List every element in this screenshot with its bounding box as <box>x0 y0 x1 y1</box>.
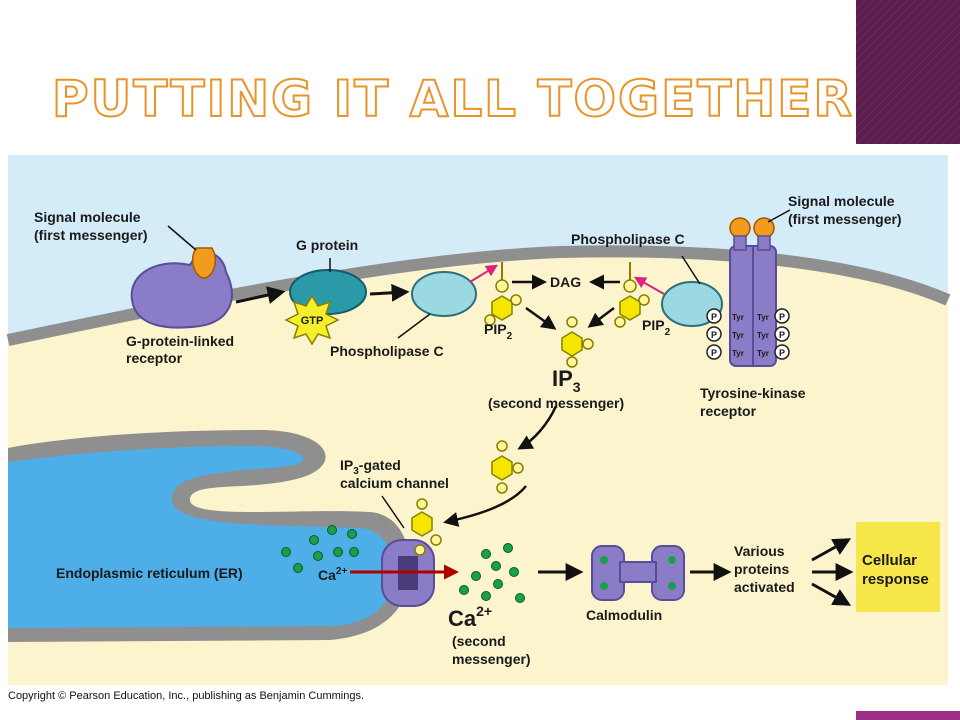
copyright-notice: Copyright © Pearson Education, Inc., pub… <box>8 690 365 702</box>
gpcr-label-sub: receptor <box>126 350 183 366</box>
signal-label-left: Signal molecule <box>34 209 141 225</box>
calcium-ions-er <box>281 525 359 573</box>
gpcr-label: G-protein-linked <box>126 333 234 349</box>
tyr-label: Tyr <box>732 331 744 340</box>
ca-er-label: Ca2+ <box>318 566 347 583</box>
various-proteins-label-3: activated <box>734 579 795 595</box>
signal-label-right-sub: (first messenger) <box>788 211 902 227</box>
calcium-ions-cytoplasm <box>459 543 525 603</box>
tyr-label: Tyr <box>757 349 769 358</box>
signal-label-right: Signal molecule <box>788 193 895 209</box>
ip3-label: IP3 <box>552 366 581 395</box>
p-label: P <box>779 330 785 340</box>
calmodulin-protein <box>591 545 685 601</box>
tyr-label: Tyr <box>757 313 769 322</box>
ca-second-messenger-label-sub: messenger) <box>452 651 531 667</box>
cellular-response-label-2: response <box>862 571 929 588</box>
pip2-left-label: PIP2 <box>484 321 513 342</box>
tyrosine-kinase-receptor <box>729 217 777 367</box>
calmodulin-label: Calmodulin <box>586 607 662 623</box>
ip3-second-messenger-label: (second messenger) <box>488 395 624 411</box>
corner-bottom-bar <box>856 711 960 720</box>
various-proteins-label: Various <box>734 543 785 559</box>
p-label: P <box>779 312 785 322</box>
ip3-molecule-traveling <box>491 440 524 494</box>
channel-label: IP3-gated <box>340 457 401 477</box>
plc-label-right: Phospholipase C <box>571 231 685 247</box>
channel-label-sub: calcium channel <box>340 475 449 491</box>
cellular-response-box <box>856 522 940 612</box>
signal-molecule-left <box>192 247 216 279</box>
gtp-starburst <box>284 294 340 346</box>
tyrosine-kinase-label: Tyrosine-kinase <box>700 385 806 401</box>
dag-label: DAG <box>550 274 581 290</box>
pip2-right-molecule <box>614 262 650 328</box>
various-proteins-label-2: proteins <box>734 561 789 577</box>
p-label: P <box>711 312 717 322</box>
pip2-left-molecule <box>484 262 522 326</box>
g-protein-label: G protein <box>296 237 358 253</box>
phosphate-groups <box>706 308 790 360</box>
tyr-label: Tyr <box>732 349 744 358</box>
p-label: P <box>711 330 717 340</box>
tyr-label: Tyr <box>732 313 744 322</box>
ca-second-messenger-label: (second <box>452 633 506 649</box>
p-label: P <box>711 348 717 358</box>
signal-label-left-sub: (first messenger) <box>34 227 148 243</box>
ca-cytoplasm-label: Ca2+ <box>448 603 492 631</box>
phospholipase-c-left <box>411 271 477 317</box>
cellular-response-label: Cellular <box>862 552 917 569</box>
plc-label-left: Phospholipase C <box>330 343 444 359</box>
p-label: P <box>779 348 785 358</box>
pip2-right-label: PIP2 <box>642 317 671 338</box>
gtp-label: GTP <box>301 315 324 327</box>
er-label: Endoplasmic reticulum (ER) <box>56 565 243 581</box>
tyr-label: Tyr <box>757 331 769 340</box>
ip3-molecule-center <box>561 316 594 368</box>
corner-decoration <box>856 0 960 144</box>
slide-title: Putting it all together <box>51 69 854 129</box>
tyrosine-kinase-label-sub: receptor <box>700 403 757 419</box>
endoplasmic-reticulum <box>8 430 410 642</box>
